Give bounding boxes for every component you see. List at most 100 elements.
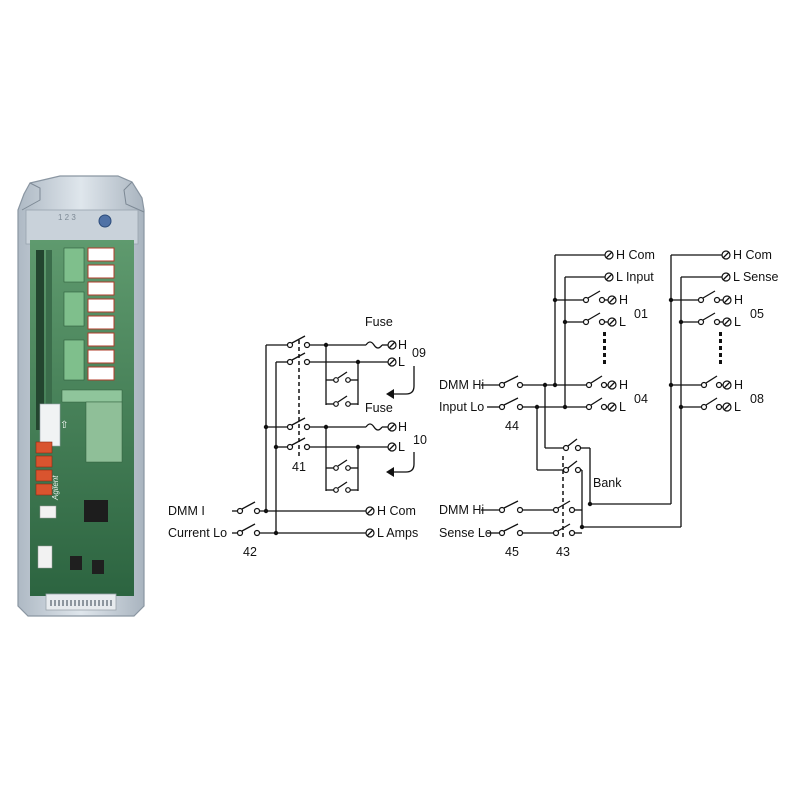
input-lo-label: Input Lo [439, 400, 484, 414]
mounting-screw-icon [98, 214, 112, 228]
h-com-sense-label: H Com [733, 248, 772, 262]
terminal-l-amps [365, 528, 375, 538]
terminal-h-com-amps [365, 506, 375, 516]
relay-43-label: 43 [556, 545, 570, 559]
shunt-10-switch-b [333, 481, 351, 493]
channel-05-label: 05 [750, 307, 764, 321]
svg-text:1 2 3: 1 2 3 [58, 213, 76, 222]
channel-08-switch-h [700, 375, 723, 389]
dmm-hi-sense-label: DMM Hi [439, 503, 484, 517]
channel-01-switch-h [582, 290, 606, 304]
fuse-09-icon [365, 341, 383, 349]
relay-41-label: 41 [292, 460, 306, 474]
voltage-multiplexer-circuit: DMM Hi Input Lo 44 H Com L Input [439, 248, 778, 559]
screw-terminal-group [63, 247, 85, 381]
current-lo-label: Current Lo [168, 526, 227, 540]
terminal-08-h-label: H [734, 378, 743, 392]
switch-module-photo: 1 2 3 ⇧ Agilent [17, 175, 145, 617]
h-com-input-label: H Com [616, 248, 655, 262]
relay-component [87, 264, 115, 279]
channel-08-switch-l [700, 397, 723, 411]
relay-component [87, 349, 115, 364]
terminal-04-h-label: H [619, 378, 628, 392]
fuse-label-09: Fuse [365, 315, 393, 329]
relay-component [87, 315, 115, 330]
power-relay [35, 441, 53, 454]
relay-42-label: 42 [243, 545, 257, 559]
terminal-10-h-label: H [398, 420, 407, 434]
terminal-04-l [607, 402, 617, 412]
terminal-05-h [722, 295, 732, 305]
channel-01-label: 01 [634, 307, 648, 321]
terminal-08-l [722, 402, 732, 412]
terminal-l-sense [721, 272, 731, 282]
ribbon-connector-icon [45, 593, 117, 611]
ellipsis-channels-02-03-icon [603, 332, 606, 364]
power-relay [35, 469, 53, 482]
terminal-04-l-label: L [619, 400, 626, 414]
terminal-h-com-label: H Com [377, 504, 416, 518]
relay-component [87, 281, 115, 296]
fuse-10-icon [365, 423, 383, 431]
relay-44-switch-hi [498, 375, 524, 389]
relay-45-label: 45 [505, 545, 519, 559]
terminal-05-l-label: L [734, 315, 741, 329]
terminal-10-l [387, 442, 397, 452]
return-arrow-09-icon [392, 366, 415, 395]
bank-label: Bank [593, 476, 622, 490]
relay-component [87, 298, 115, 313]
terminal-10-h [387, 422, 397, 432]
terminal-08-h [722, 380, 732, 390]
relay-45-switch-hi [498, 500, 524, 514]
relay-45-switch-lo [498, 523, 524, 537]
l-input-label: L Input [616, 270, 654, 284]
dmm-i-label: DMM I [168, 504, 205, 518]
sense-lo-label: Sense Lo [439, 526, 492, 540]
channel-04-label: 04 [634, 392, 648, 406]
terminal-block-strip [36, 250, 52, 430]
terminal-01-l [607, 317, 617, 327]
red-relay-column [35, 441, 53, 496]
terminal-09-h-label: H [398, 338, 407, 352]
relay-component [87, 247, 115, 262]
terminal-05-l [722, 317, 732, 327]
terminal-l-input [604, 272, 614, 282]
relay-41-switch-10h [286, 417, 311, 431]
relay-bank [87, 247, 115, 381]
relay-43-switch-sense-hi [552, 500, 576, 514]
terminal-09-h [387, 340, 397, 350]
power-relay [35, 483, 53, 496]
channel-08-label: 08 [750, 392, 764, 406]
relay-43-bank-switch-l [562, 460, 582, 474]
shunt-09-switch-b [333, 395, 351, 407]
channel-01-switch-l [582, 312, 606, 326]
current-channel-circuit: DMM I Current Lo 42 [168, 315, 427, 559]
channel-04-switch-h [585, 375, 608, 389]
terminal-10-l-label: L [398, 440, 405, 454]
terminal-08-l-label: L [734, 400, 741, 414]
relay-component [87, 332, 115, 347]
terminal-01-h-label: H [619, 293, 628, 307]
terminal-09-l-label: L [398, 355, 405, 369]
dmm-hi-input-label: DMM Hi [439, 378, 484, 392]
channel-09-label: 09 [412, 346, 426, 360]
relay-44-label: 44 [505, 419, 519, 433]
relay-44-switch-lo [498, 397, 524, 411]
relay-43-switch-sense-lo [552, 523, 576, 537]
l-sense-label: L Sense [733, 270, 778, 284]
fuse-label-10: Fuse [365, 401, 393, 415]
power-relay [35, 455, 53, 468]
terminal-h-com-sense [721, 250, 731, 260]
ellipsis-channels-06-07-icon [719, 332, 722, 364]
maker-logo: Agilent [51, 475, 60, 501]
relay-43-bank-switch-h [562, 438, 582, 452]
channel-05-switch-l [697, 312, 721, 326]
terminal-05-h-label: H [734, 293, 743, 307]
terminal-01-h [607, 295, 617, 305]
return-arrow-10-icon [392, 452, 415, 473]
relay-42-switch-lo [236, 523, 261, 537]
shunt-09-switch-a [333, 371, 351, 383]
shunt-10-switch-a [333, 459, 351, 471]
relay-42-switch-i [236, 501, 261, 515]
